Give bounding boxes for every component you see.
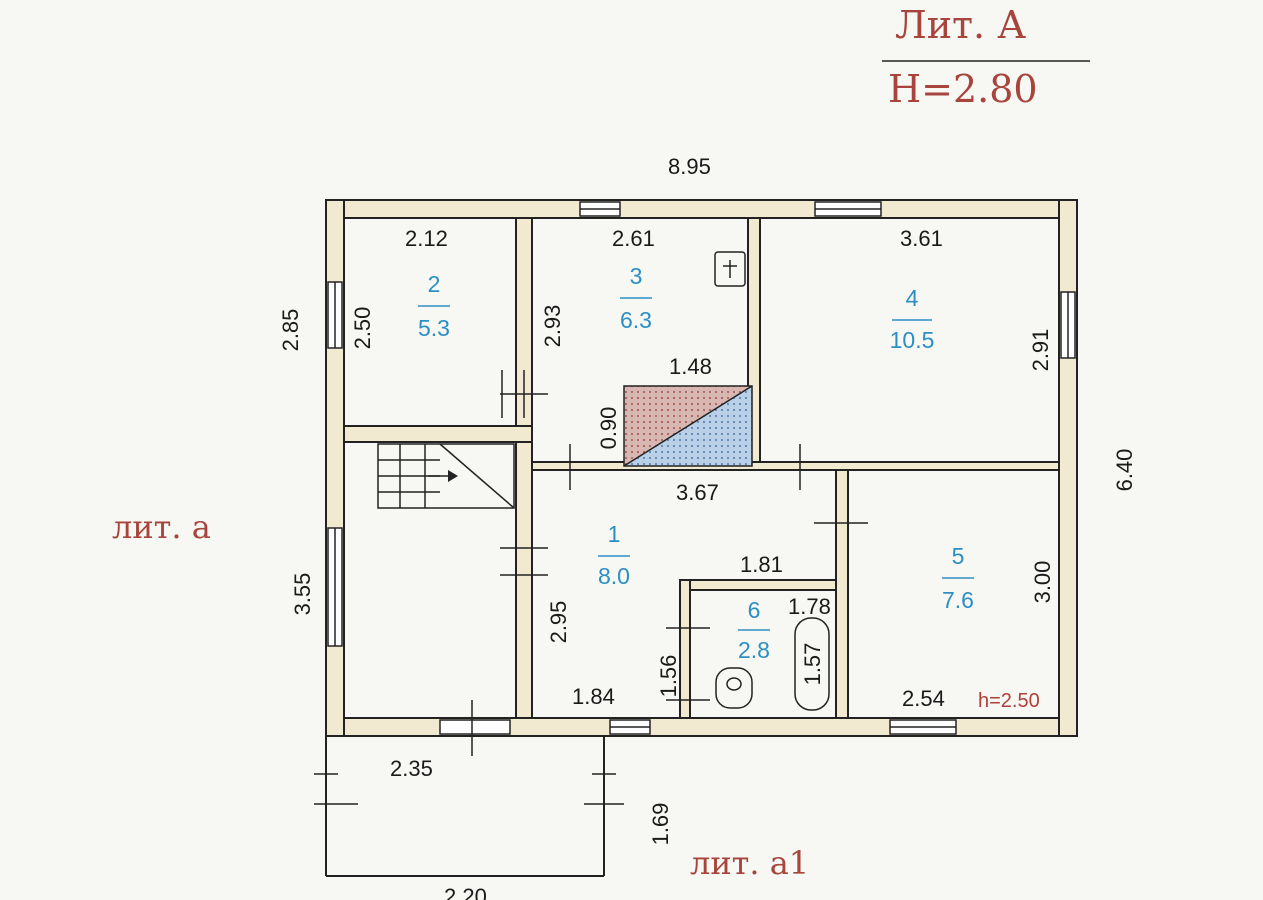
room-2-area: 5.3 xyxy=(418,315,450,341)
dim-r1-width: 3.67 xyxy=(676,480,719,505)
room-1-number: 1 xyxy=(608,521,621,547)
dim-overall-height: 6.40 xyxy=(1112,449,1137,492)
dim-r5-width: 2.54 xyxy=(902,686,945,711)
dim-r1-height: 2.95 xyxy=(546,601,571,644)
dim-r4-width: 3.61 xyxy=(900,226,943,251)
wall-top xyxy=(325,199,1078,219)
dim-r3-width: 2.61 xyxy=(612,226,655,251)
stair-arrow-head xyxy=(448,470,458,482)
room-labels: 2 5.3 3 6.3 4 10.5 1 8.0 5 7.6 6 2.8 xyxy=(418,263,974,663)
bathtub-icon xyxy=(794,617,830,711)
room-5-area: 7.6 xyxy=(942,587,974,613)
room-4-number: 4 xyxy=(906,285,919,311)
windows xyxy=(327,201,1076,735)
dim-porch-width: 2.35 xyxy=(390,756,433,781)
room-6: 6 2.8 xyxy=(738,597,770,663)
stair-opening xyxy=(623,385,753,467)
wall-r6-top xyxy=(679,579,837,591)
dim-stair-height: 0.90 xyxy=(596,407,621,450)
dim-porch-height: 1.69 xyxy=(648,803,673,846)
lit-a-label: Лит. А xyxy=(895,3,1026,47)
room-4: 4 10.5 xyxy=(890,285,935,353)
opening-frame xyxy=(623,385,753,467)
wall-stair-r1 xyxy=(515,441,533,719)
wall-r1-r5 xyxy=(835,469,849,719)
wall-r6-left xyxy=(679,579,691,719)
room-4-area: 10.5 xyxy=(890,327,935,353)
wall-right xyxy=(1058,199,1078,737)
room-2: 2 5.3 xyxy=(418,271,450,341)
dim-r6-height: 1.56 xyxy=(656,655,681,698)
room-1: 1 8.0 xyxy=(598,521,630,589)
dim-r2-width: 2.12 xyxy=(405,226,448,251)
room-6-number: 6 xyxy=(748,597,761,623)
porch xyxy=(314,736,624,877)
wall-mid xyxy=(531,461,1060,471)
height-note: h=2.50 xyxy=(978,690,1040,712)
room-5: 5 7.6 xyxy=(942,543,974,613)
dim-r3-height: 2.93 xyxy=(540,305,565,348)
dim-porch-bottom: 2.20 xyxy=(444,884,487,900)
room-1-area: 8.0 xyxy=(598,563,630,589)
door-bottom xyxy=(439,719,511,735)
boiler-icon xyxy=(714,251,746,287)
room-2-number: 2 xyxy=(428,271,441,297)
opening-diagonal xyxy=(623,385,753,467)
room-3-area: 6.3 xyxy=(620,307,652,333)
dim-left-lower: 3.55 xyxy=(290,573,315,616)
lit-a-small-label: лит. а xyxy=(112,508,211,546)
dim-r5-height: 3.00 xyxy=(1030,561,1055,604)
room-6-area: 2.8 xyxy=(738,637,770,663)
wall-r2-stair xyxy=(343,425,533,443)
wall-bottom xyxy=(325,717,1078,737)
wall-left xyxy=(325,199,345,737)
staircase xyxy=(377,443,515,509)
fixtures xyxy=(714,251,830,711)
dim-bath-length: 1.57 xyxy=(800,643,825,686)
dim-r6-width: 1.78 xyxy=(788,594,831,619)
stair-diagonal xyxy=(439,443,515,509)
toilet-icon xyxy=(715,667,753,709)
lit-a1-label: лит. а1 xyxy=(690,844,809,882)
room-3: 3 6.3 xyxy=(620,263,652,333)
dim-r6-top: 1.81 xyxy=(740,552,783,577)
door-ticks xyxy=(471,370,868,756)
dim-r1-bottom: 1.84 xyxy=(572,684,615,709)
room-5-number: 5 xyxy=(952,543,965,569)
dim-r4-height: 2.91 xyxy=(1028,329,1053,372)
dim-left-upper: 2.85 xyxy=(278,309,303,352)
toilet-icon-bowl xyxy=(726,677,742,691)
dim-r2-height: 2.50 xyxy=(350,307,375,350)
dimensions: 8.95 6.40 2.85 3.55 2.12 2.50 2.61 2.93 … xyxy=(278,154,1137,900)
height-label: Н=2.80 xyxy=(888,67,1038,111)
room-3-number: 3 xyxy=(630,263,643,289)
dim-overall-width: 8.95 xyxy=(668,154,711,179)
dim-stair-width: 1.48 xyxy=(669,354,712,379)
